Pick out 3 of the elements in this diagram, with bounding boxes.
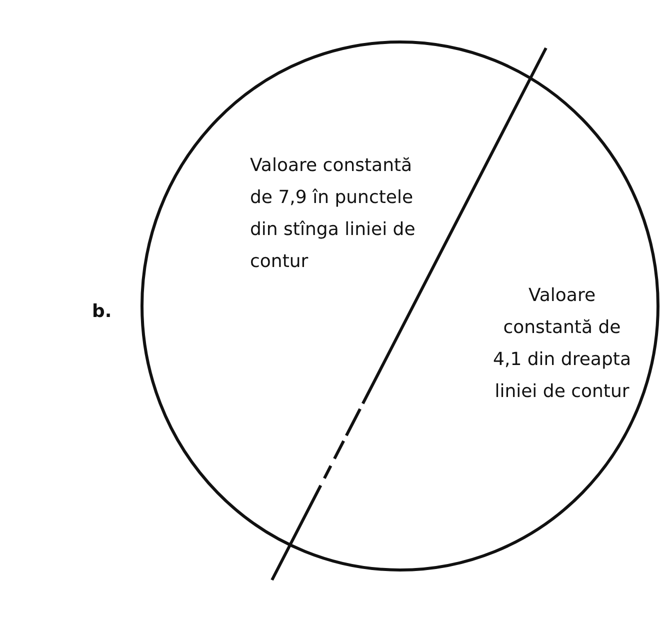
region-text: Valoare constantă de 4,1 din dreapta liniei de contur [492,284,632,404]
region-text: Valoare constantă de 7,9 în punctele din stînga liniei de contur [250,154,416,274]
panel-letter: b. [92,300,112,324]
